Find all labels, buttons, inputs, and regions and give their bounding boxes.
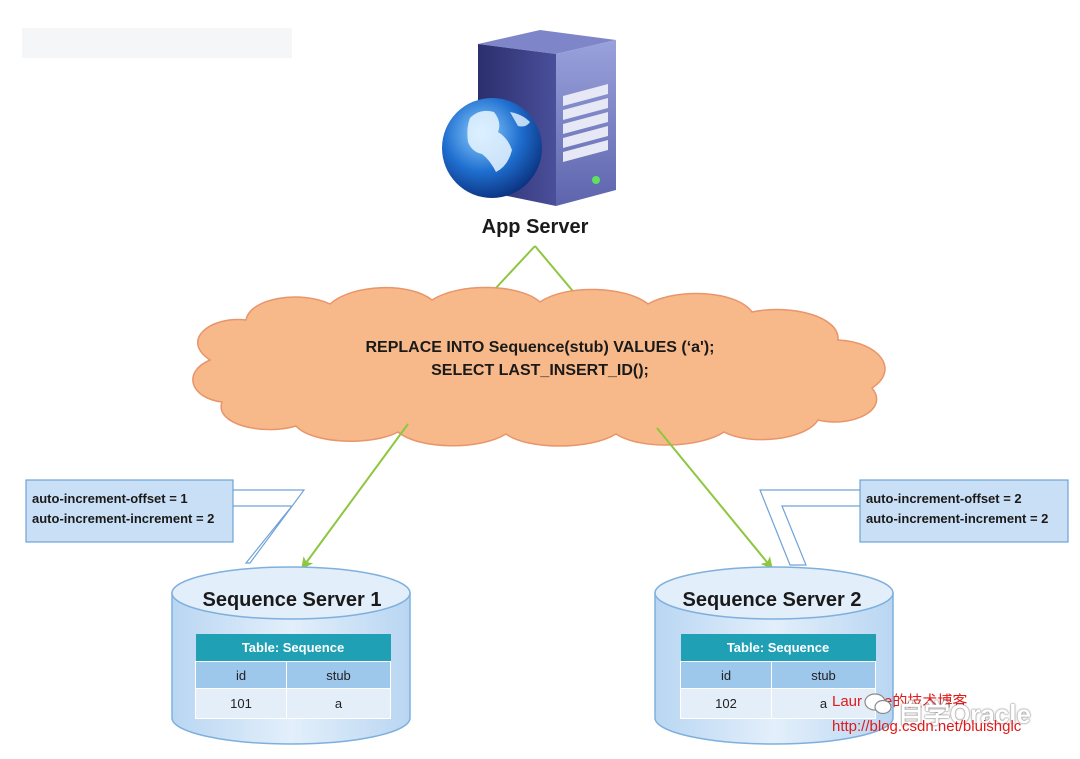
table-caption: Table: Sequence [195,634,391,662]
cell-id: 102 [680,688,772,719]
server-with-globe-icon [442,30,616,206]
table-caption: Table: Sequence [680,634,876,662]
sql-cloud-shape [192,286,886,447]
sql-select-statement: SELECT LAST_INSERT_ID(); [431,362,649,379]
server1-title: Sequence Server 1 [202,589,382,611]
config-callout-server2 [759,479,1069,566]
server1-increment-setting: auto-increment-increment = 2 [32,511,215,526]
watermark-author-prefix: Laur [832,693,863,710]
watermark-author-suffix: e的技术博客 [884,693,968,710]
cell-id: 101 [195,688,287,719]
column-header-stub: stub [286,661,391,689]
sql-replace-statement: REPLACE INTO Sequence(stub) VALUES (‘a')… [365,339,715,356]
cloud-to-server2-arrow [656,427,773,570]
watermark-logo-text: 自学Oracle [898,699,1031,729]
column-header-stub: stub [771,661,876,689]
app-server-label: App Server [481,216,589,238]
column-header-id: id [195,661,287,689]
server2-increment-setting: auto-increment-increment = 2 [866,511,1049,526]
server2-title: Sequence Server 2 [682,589,862,611]
server1-offset-setting: auto-increment-offset = 1 [32,491,188,506]
wechat-logo-icon [864,693,892,715]
cell-stub: a [771,688,876,719]
table-row: 101 a [195,688,391,719]
sequence-table-server2: Table: Sequence id stub 102 a [680,634,876,719]
watermark-author: Laur e的技术博客 [832,690,967,711]
cell-stub: a [286,688,391,719]
blurred-header-watermark [22,28,292,58]
config-callout-server1 [25,479,306,564]
column-header-id: id [680,661,772,689]
server2-offset-setting: auto-increment-offset = 2 [866,491,1022,506]
table-row: 102 a [680,688,876,719]
sequence-table-server1: Table: Sequence id stub 101 a [195,634,391,719]
watermark-url: http://blog.csdn.net/bluishglc [832,718,1022,735]
cloud-to-server1-arrow [301,423,409,570]
